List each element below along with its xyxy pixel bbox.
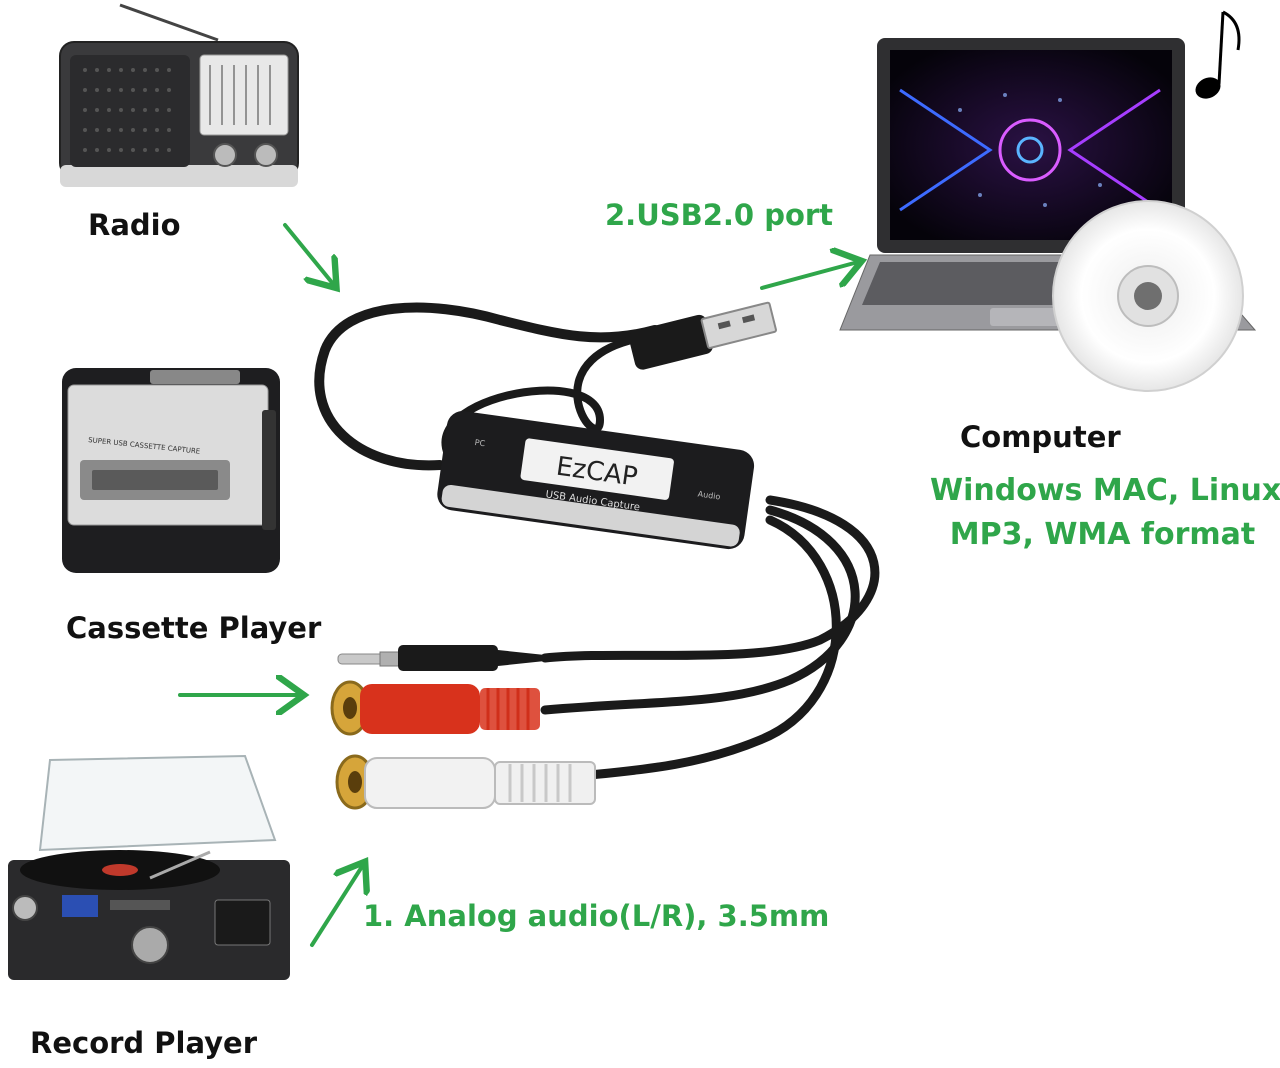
rca-plug-icon	[335, 754, 596, 810]
arrow-radio	[283, 223, 334, 285]
arrow-usb	[760, 262, 858, 290]
label-os-support: Windows MAC, Linux	[930, 473, 1280, 508]
label-cassette-player: Cassette Player	[66, 611, 322, 645]
label-usb-port: 2.USB2.0 port	[605, 198, 834, 232]
computer-info: Windows MAC, Linux MP3, WMA format	[930, 469, 1280, 557]
usb-plug-icon	[628, 301, 777, 370]
label-analog-audio: 1. Analog audio(L/R), 3.5mm	[363, 899, 830, 933]
label-computer: Computer	[960, 420, 1121, 454]
label-record-player: Record Player	[30, 1026, 258, 1060]
cassette-player-icon: SUPER USB CASSETTE CAPTURE	[62, 368, 280, 573]
music-note-icon	[1195, 10, 1241, 99]
arrow-record	[310, 865, 363, 947]
rca-plug-icon	[330, 680, 540, 736]
audio-jack-icon	[337, 645, 545, 671]
arrows	[178, 223, 858, 947]
label-formats: MP3, WMA format	[949, 517, 1256, 552]
label-radio: Radio	[88, 208, 181, 242]
cable-split	[540, 495, 880, 780]
ezcap-adapter: EzCAP USB Audio Capture PC Audio	[437, 411, 755, 550]
radio-icon	[59, 3, 299, 187]
adapter-port-left: PC	[474, 438, 486, 448]
cd-icon	[1052, 200, 1244, 392]
adapter-port-right: Audio	[697, 489, 721, 501]
record-player-icon	[8, 754, 290, 980]
